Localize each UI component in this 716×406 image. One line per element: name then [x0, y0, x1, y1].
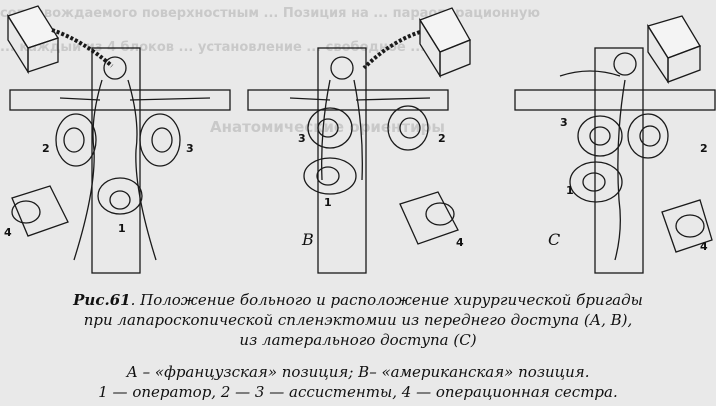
panel-b-letter: B [302, 230, 314, 249]
legend-line-1: А – «французская» позиция; В– «американс… [126, 363, 590, 381]
panel-b-marker-nurse: 4 [456, 236, 464, 249]
background-heading: Анатомические ориентиры [210, 118, 445, 136]
panel-b-marker-assistant-2: 2 [438, 132, 446, 145]
panel-c-letter: C [548, 230, 561, 249]
panel-c-drawing [514, 15, 716, 274]
panel-b-drawing [247, 7, 471, 274]
panel-c-marker-assistant-3: 3 [560, 116, 568, 129]
figure-number: Рис.61 [73, 291, 131, 309]
legend-line-2: 1 — оператор, 2 — 3 — ассистенты, 4 — оп… [98, 383, 618, 401]
panel-c-monitor [646, 15, 701, 85]
background-text-line-1: сопровождаемого поверхностным ... Позици… [0, 6, 540, 21]
caption-line-1-text: . Положение больного и расположение хиру… [130, 291, 643, 309]
panel-a-marker-assistant-2: 2 [42, 142, 50, 155]
panel-a-marker-nurse: 4 [4, 226, 12, 239]
surgical-team-illustration [7, 5, 716, 274]
background-text-line-2: ... каждый из 4 блоков ... установление … [0, 40, 426, 55]
panel-a-marker-assistant-3: 3 [186, 142, 194, 155]
figure-caption-line-1: Рис.61. Положение больного и расположени… [0, 290, 716, 310]
panel-b-marker-assistant-3: 3 [298, 132, 306, 145]
panel-b-monitor [419, 7, 471, 79]
panel-c-marker-operator: 1 [566, 184, 574, 197]
panel-a-drawing [7, 5, 231, 274]
figure-caption-line-3: из латерального доступа (С) [239, 331, 477, 349]
panel-a-marker-operator: 1 [118, 222, 126, 235]
figure-caption-line-2: при лапароскопической спленэктомии из пе… [83, 311, 633, 329]
panel-c-marker-nurse: 4 [700, 240, 708, 253]
panel-b-marker-operator: 1 [324, 196, 332, 209]
panel-c-marker-assistant-2: 2 [700, 142, 708, 155]
panel-a-monitor [7, 5, 59, 75]
